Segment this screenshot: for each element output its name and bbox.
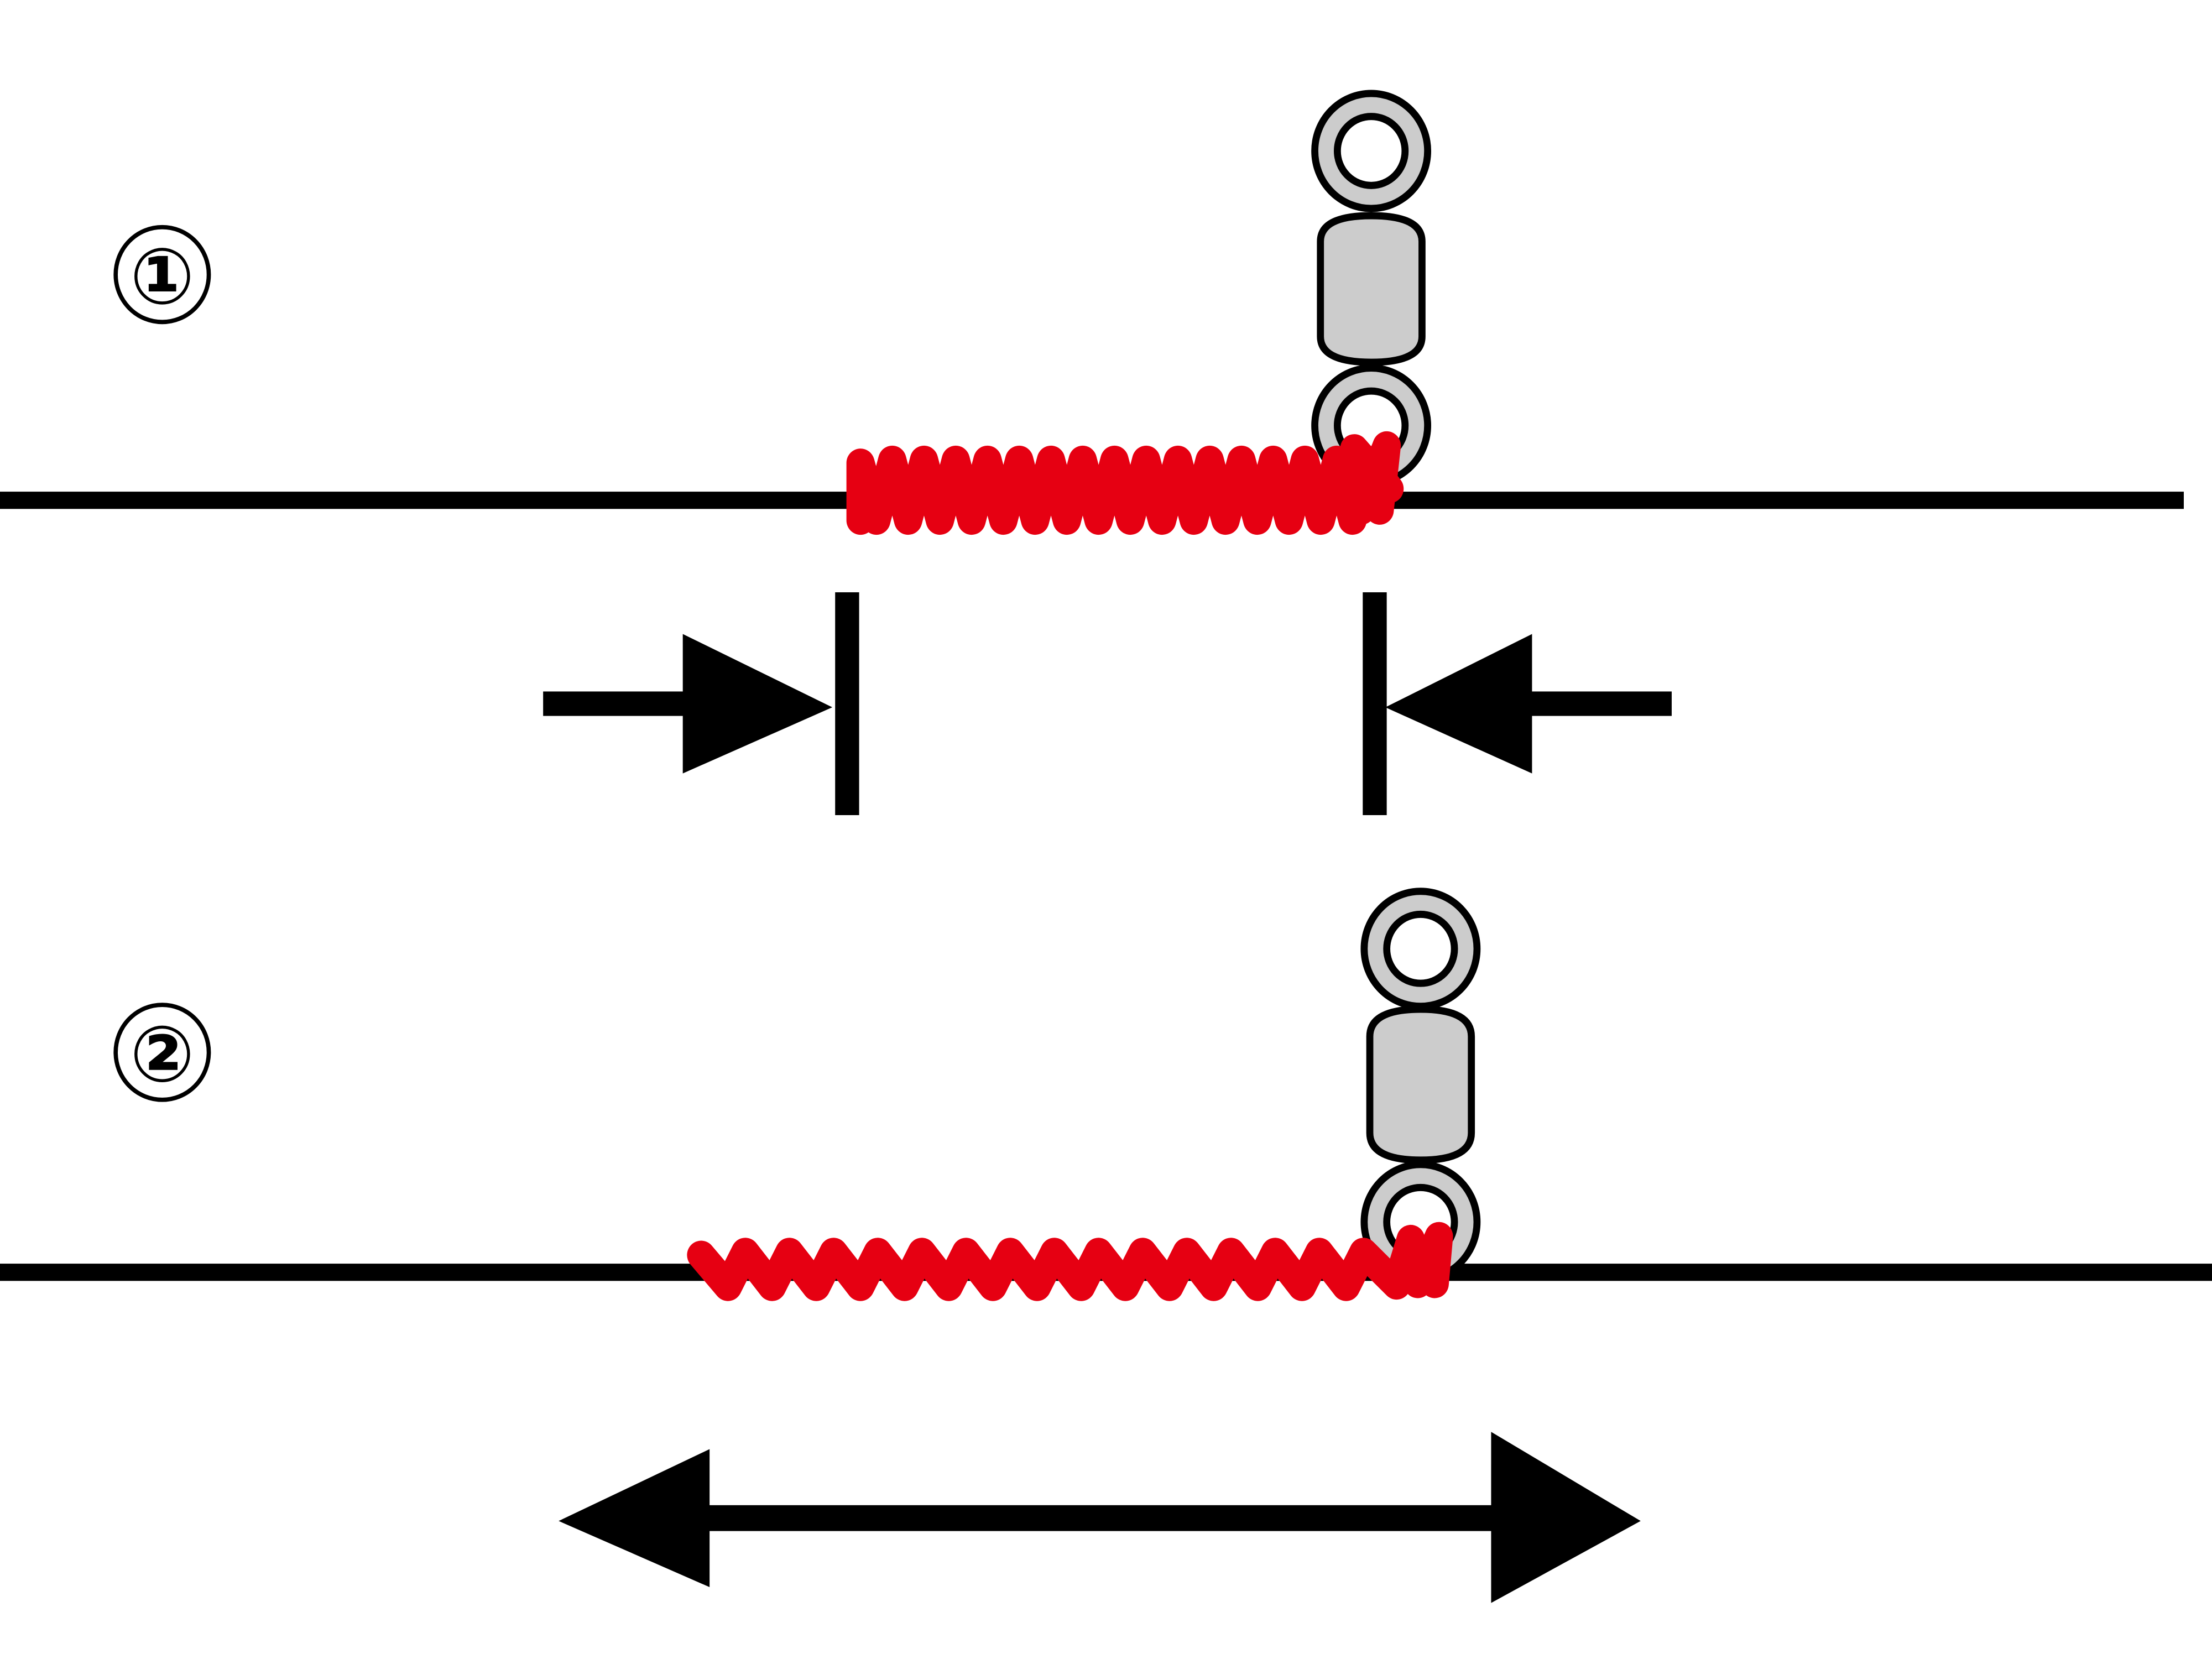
spring-extended <box>687 1222 1453 1301</box>
step-1-label: ① <box>130 231 195 322</box>
step-1-badge: ① <box>113 225 211 325</box>
swivel-2 <box>1360 888 1481 1284</box>
compress-arrow-left <box>543 592 859 816</box>
compress-arrow-right <box>1363 592 1672 816</box>
extend-double-arrow <box>559 1432 1641 1603</box>
spring-compressed <box>846 431 1404 535</box>
swivel-1 <box>1311 90 1432 487</box>
step-2-label: ② <box>130 1009 195 1100</box>
step-2-badge: ② <box>113 1003 211 1102</box>
